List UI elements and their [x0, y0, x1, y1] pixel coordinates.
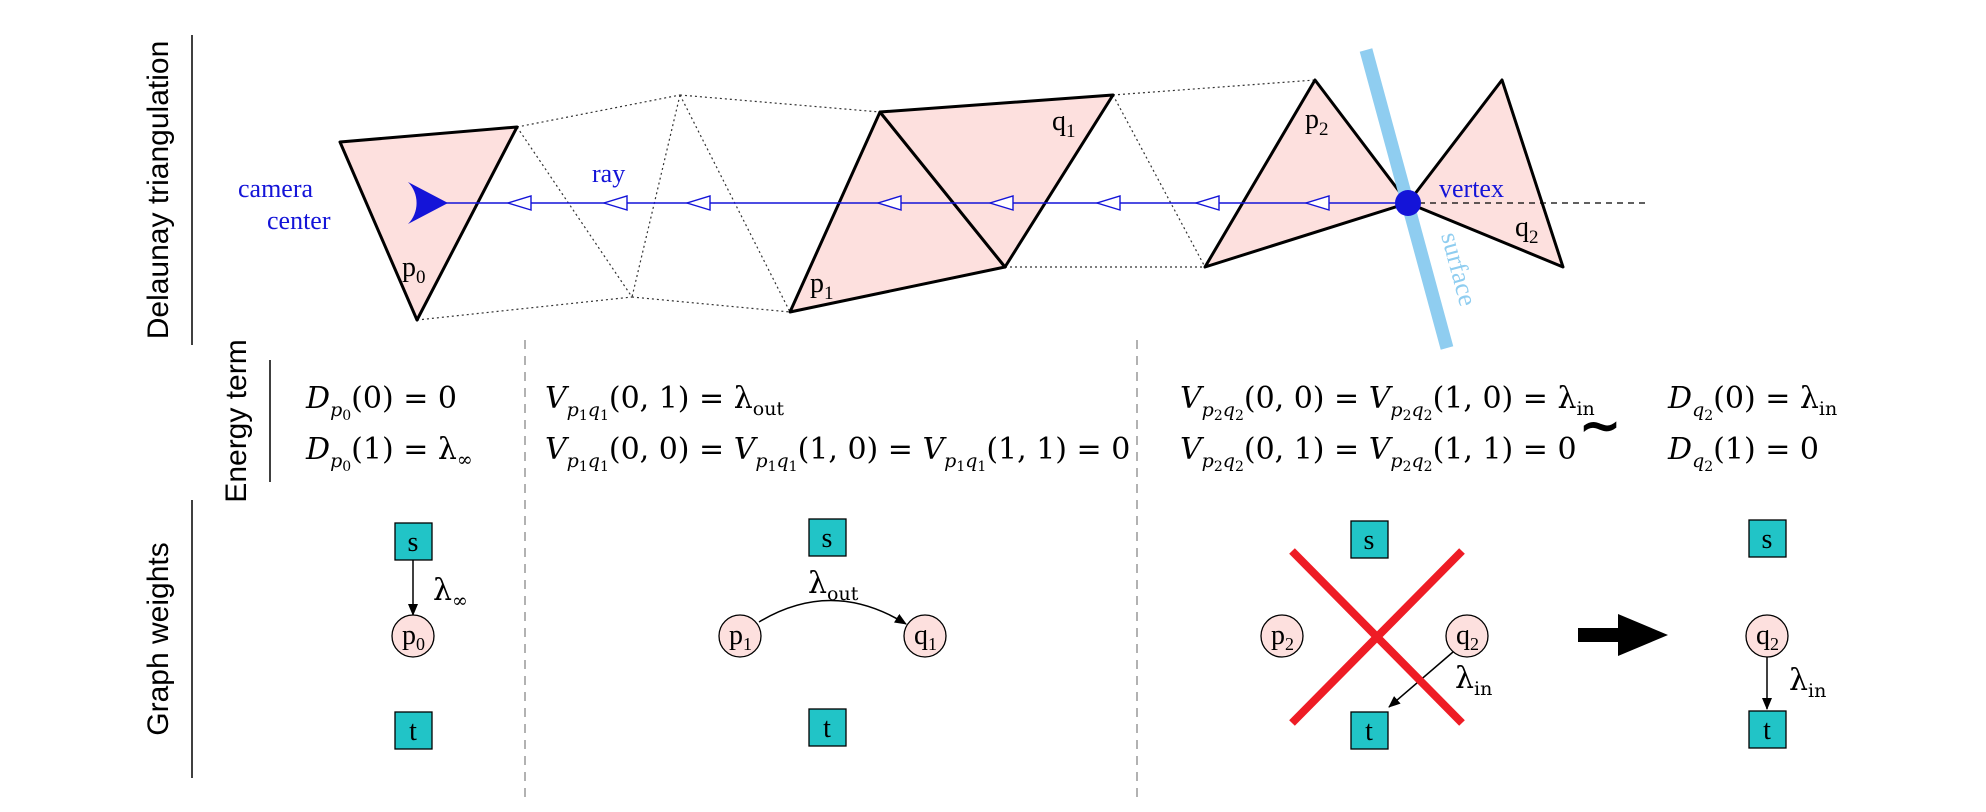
graph-col3: s p2 q2 λin t	[1260, 520, 1492, 750]
ray-arrowheads	[505, 195, 1330, 211]
source-node-label: s	[822, 523, 833, 554]
sink-node-label: t	[1763, 715, 1771, 746]
sink-node-label: t	[1365, 716, 1373, 747]
energy-col4-line2: Dq2(1) = 0	[1667, 432, 1819, 475]
edge-s-p0-weight: λ∞	[433, 573, 468, 612]
pink-triangles	[338, 78, 1565, 322]
row-label-energy: Energy term	[220, 339, 253, 502]
surface-label: surface	[1435, 229, 1482, 309]
column-separators	[524, 340, 1138, 800]
source-node-label: s	[1762, 524, 1773, 555]
source-node	[1748, 519, 1787, 558]
energy-col3-line2: Vp2q2(0, 1) = Vp2q2(1, 1) = 0	[1180, 432, 1577, 475]
sink-node	[808, 708, 847, 747]
equivalence-tilde: ∼	[1578, 396, 1622, 456]
source-node-label: s	[408, 527, 419, 558]
sink-node-label: t	[409, 716, 417, 747]
energy-col2-line1: Vp1q1(0, 1) = λout	[545, 381, 784, 424]
edge-q2-t-weight: λin	[1455, 661, 1492, 700]
edge-p1-q1-weight: λout	[808, 566, 859, 605]
energy-col1-line1: Dp0(0) = 0	[305, 381, 457, 424]
node-q2	[1445, 614, 1489, 658]
ray-label: ray	[592, 159, 625, 188]
triangle-q2	[1406, 78, 1565, 269]
energy-col1-line2: Dp0(1) = λ∞	[305, 432, 473, 475]
source-node-label: s	[1364, 525, 1375, 556]
label-p1: p1	[810, 268, 834, 304]
label-q1: q1	[1052, 106, 1076, 142]
node-p0	[391, 614, 435, 658]
vertex-label: vertex	[1439, 174, 1504, 203]
node-q1	[903, 614, 947, 658]
triangle-p0	[338, 125, 519, 322]
energy-col2-line2: Vp1q1(0, 0) = Vp1q1(1, 0) = Vp1q1(1, 1) …	[545, 432, 1130, 475]
sink-node	[394, 711, 433, 750]
source-node	[394, 522, 433, 561]
source-node	[808, 518, 847, 557]
energy-terms: Dp0(0) = 0 Dp0(1) = λ∞ Vp1q1(0, 1) = λou…	[305, 381, 1837, 475]
row-labels: Delaunay triangulation Energy term Graph…	[142, 35, 271, 778]
camera-label-line2: center	[267, 206, 331, 235]
graph-weights: s λ∞ p0 t s p1 q1 λout t s p2	[391, 518, 1826, 750]
row-label-graph: Graph weights	[142, 542, 175, 735]
triangle-q1	[878, 93, 1115, 269]
graph-col2: s p1 q1 λout t	[718, 518, 947, 747]
camera-center-icon	[408, 182, 448, 224]
vertex-point	[1395, 190, 1421, 216]
energy-col4-line1: Dq2(0) = λin	[1667, 381, 1837, 424]
label-p0: p0	[402, 252, 426, 288]
red-cross-icon	[1289, 548, 1465, 726]
label-q2: q2	[1515, 212, 1539, 248]
energy-col3-line1: Vp2q2(0, 0) = Vp2q2(1, 0) = λin	[1180, 381, 1595, 424]
edge-p1-q1	[758, 599, 907, 625]
row-label-delaunay: Delaunay triangulation	[142, 41, 175, 340]
graph-col1: s λ∞ p0 t	[391, 522, 468, 750]
label-p2: p2	[1305, 104, 1329, 140]
sink-node	[1350, 711, 1389, 750]
node-p2	[1260, 614, 1304, 658]
triangle-p2	[1203, 78, 1410, 269]
node-p1	[718, 614, 762, 658]
sink-node-label: t	[823, 713, 831, 744]
source-node	[1350, 520, 1389, 559]
graph-col4: s q2 λin t	[1745, 519, 1826, 749]
delaunay-triangulation: camera center ray vertex surface p0 p1 q…	[238, 48, 1650, 350]
transform-arrow-icon	[1578, 614, 1668, 656]
sink-node	[1748, 710, 1787, 749]
camera-label-line1: camera	[238, 174, 314, 203]
edge-q2-t-weight: λin	[1789, 663, 1826, 702]
